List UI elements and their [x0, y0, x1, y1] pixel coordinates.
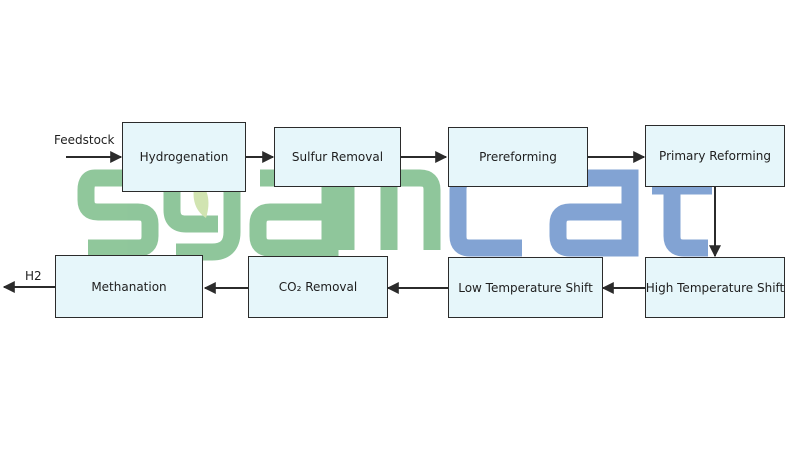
methanation-box: Methanation: [55, 255, 203, 318]
high-temperature-shift-box: High Temperature Shift: [645, 257, 785, 318]
sulfur-removal-box: Sulfur Removal: [274, 127, 401, 187]
feedstock-label: Feedstock: [54, 133, 115, 147]
co2-removal-box: CO₂ Removal: [248, 256, 388, 318]
hydrogenation-box: Hydrogenation: [122, 122, 246, 192]
primary-reforming-box: Primary Reforming: [645, 125, 785, 187]
prereforming-box: Prereforming: [448, 127, 588, 187]
low-temperature-shift-box: Low Temperature Shift: [448, 257, 603, 318]
h2-output-label: H2: [25, 269, 42, 283]
